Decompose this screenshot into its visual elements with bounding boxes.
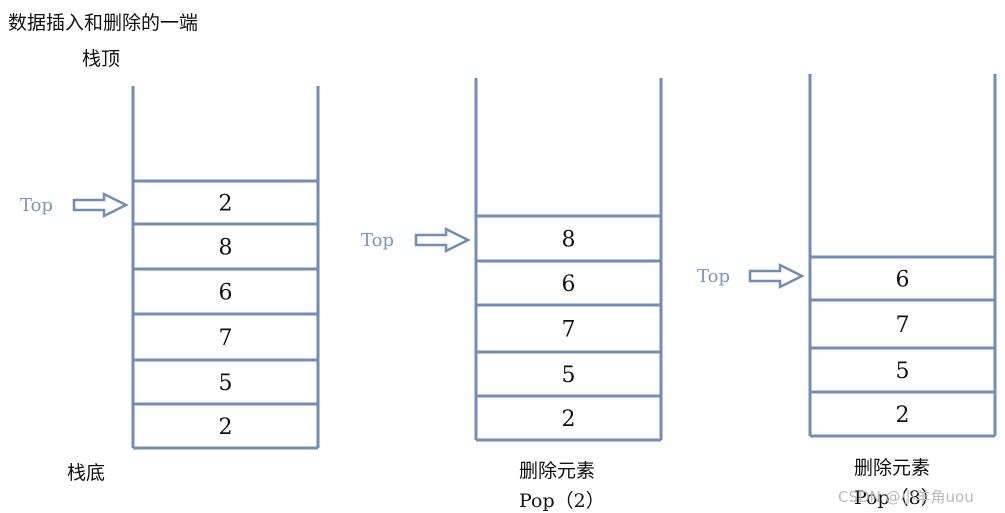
stack-cell-value: 6: [896, 268, 910, 293]
stack-cell-value: 6: [219, 281, 233, 306]
page-title: 数据插入和删除的一端: [8, 12, 199, 34]
stack-cell-value: 5: [219, 371, 233, 396]
stack-cell-value: 7: [219, 326, 233, 351]
stack-cell-value: 2: [219, 192, 233, 217]
stack-cell-value: 2: [896, 403, 910, 428]
arrow-right-icon: [414, 226, 471, 254]
stack-cell-value: 2: [562, 407, 576, 432]
stack-3: 6 7 5 2 Top: [697, 74, 997, 438]
top-pointer-label: Top: [361, 230, 394, 251]
stack-2-operation: Pop（2）: [519, 490, 605, 512]
stack-1: 2 8 6 7 5 2 Top: [20, 86, 320, 450]
watermark: CSDN @小羊角uou: [838, 488, 974, 506]
stack-2: 8 6 7 5 2 Top: [361, 78, 663, 442]
stack-2-caption: 删除元素: [519, 460, 596, 482]
stack-cell-value: 2: [219, 415, 233, 440]
stack-cell-value: 5: [562, 363, 576, 388]
arrow-right-icon: [72, 191, 129, 219]
stack-cell-value: 7: [562, 318, 576, 343]
stack-cell-value: 8: [562, 228, 576, 253]
stack-cell-value: 6: [562, 272, 576, 297]
arrow-right-icon: [748, 262, 805, 290]
stack-top-label: 栈顶: [82, 48, 121, 70]
stack-cell-value: 7: [896, 313, 910, 338]
stack-bottom-label: 栈底: [67, 462, 106, 484]
stack-cell-value: 8: [219, 236, 233, 261]
top-pointer-label: Top: [20, 195, 53, 216]
top-pointer-label: Top: [697, 266, 730, 287]
stack-cell-value: 5: [896, 359, 910, 384]
stack-3-caption: 删除元素: [854, 457, 931, 479]
stack-3-operation: Pop（8）: [854, 487, 940, 509]
